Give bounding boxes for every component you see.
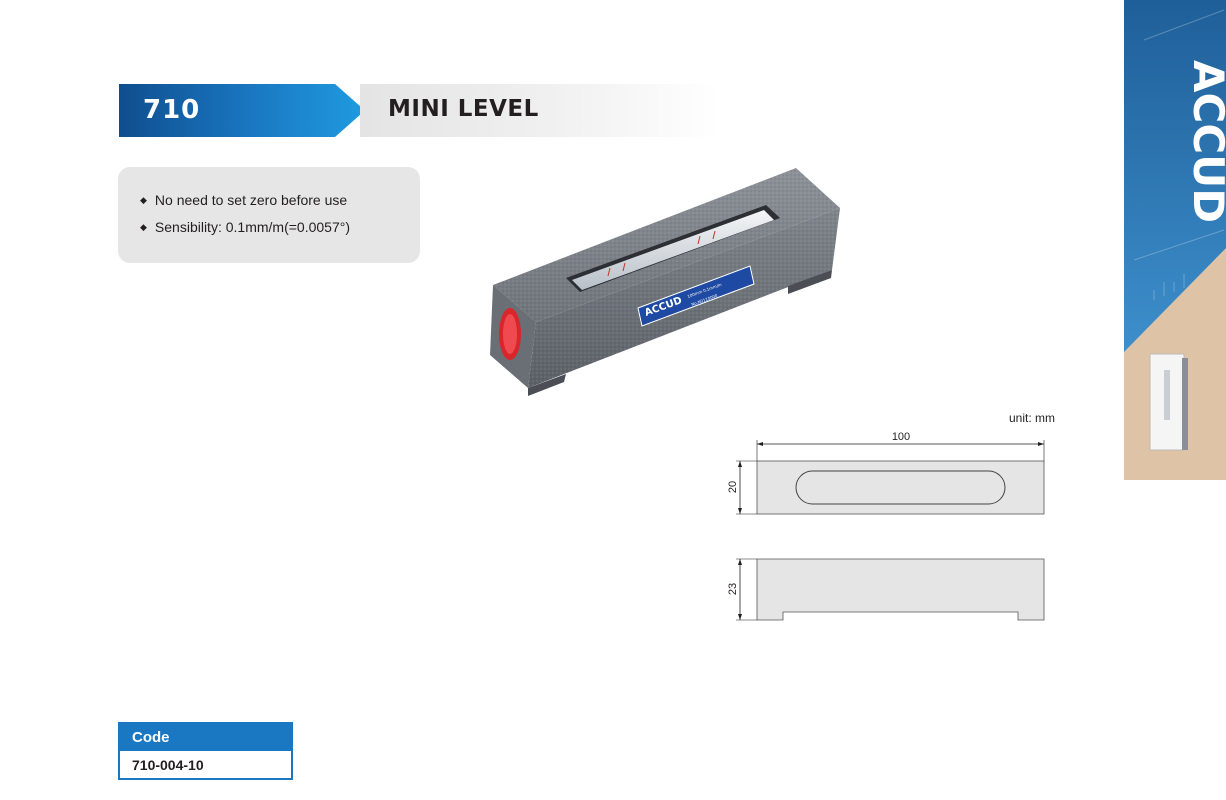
section-number-badge: 710: [119, 84, 365, 137]
diamond-bullet-icon: ◆: [140, 194, 147, 205]
feature-text: Sensibility: 0.1mm/m(=0.0057°): [154, 219, 350, 235]
code-table-value: 710-004-10: [120, 751, 291, 778]
dimension-width: 20: [727, 481, 739, 493]
brand-logo: ACCUD: [1184, 60, 1226, 223]
title-band: [360, 84, 720, 137]
feature-text: No need to set zero before use: [154, 192, 348, 208]
feature-item: ◆ Sensibility: 0.1mm/m(=0.0057°): [140, 218, 420, 236]
unit-label: unit: mm: [1009, 411, 1056, 425]
diamond-bullet-icon: ◆: [140, 221, 147, 232]
dimension-length: 100: [892, 431, 910, 443]
brand-side-tab: ACCUD: [1124, 0, 1226, 480]
technical-drawing: 100 20 23: [727, 431, 1045, 621]
dimension-height: 23: [727, 583, 739, 595]
code-table-header: Code: [120, 724, 291, 751]
section-number: 710: [143, 95, 201, 125]
code-table: Code 710-004-10: [118, 722, 293, 780]
product-photo: ACCUD 100mm 0.1mm/m No.N0110000: [490, 168, 840, 396]
page-title: MINI LEVEL: [388, 96, 539, 122]
features-box: ◆ No need to set zero before use ◆ Sensi…: [118, 167, 420, 263]
feature-item: ◆ No need to set zero before use: [140, 191, 420, 209]
